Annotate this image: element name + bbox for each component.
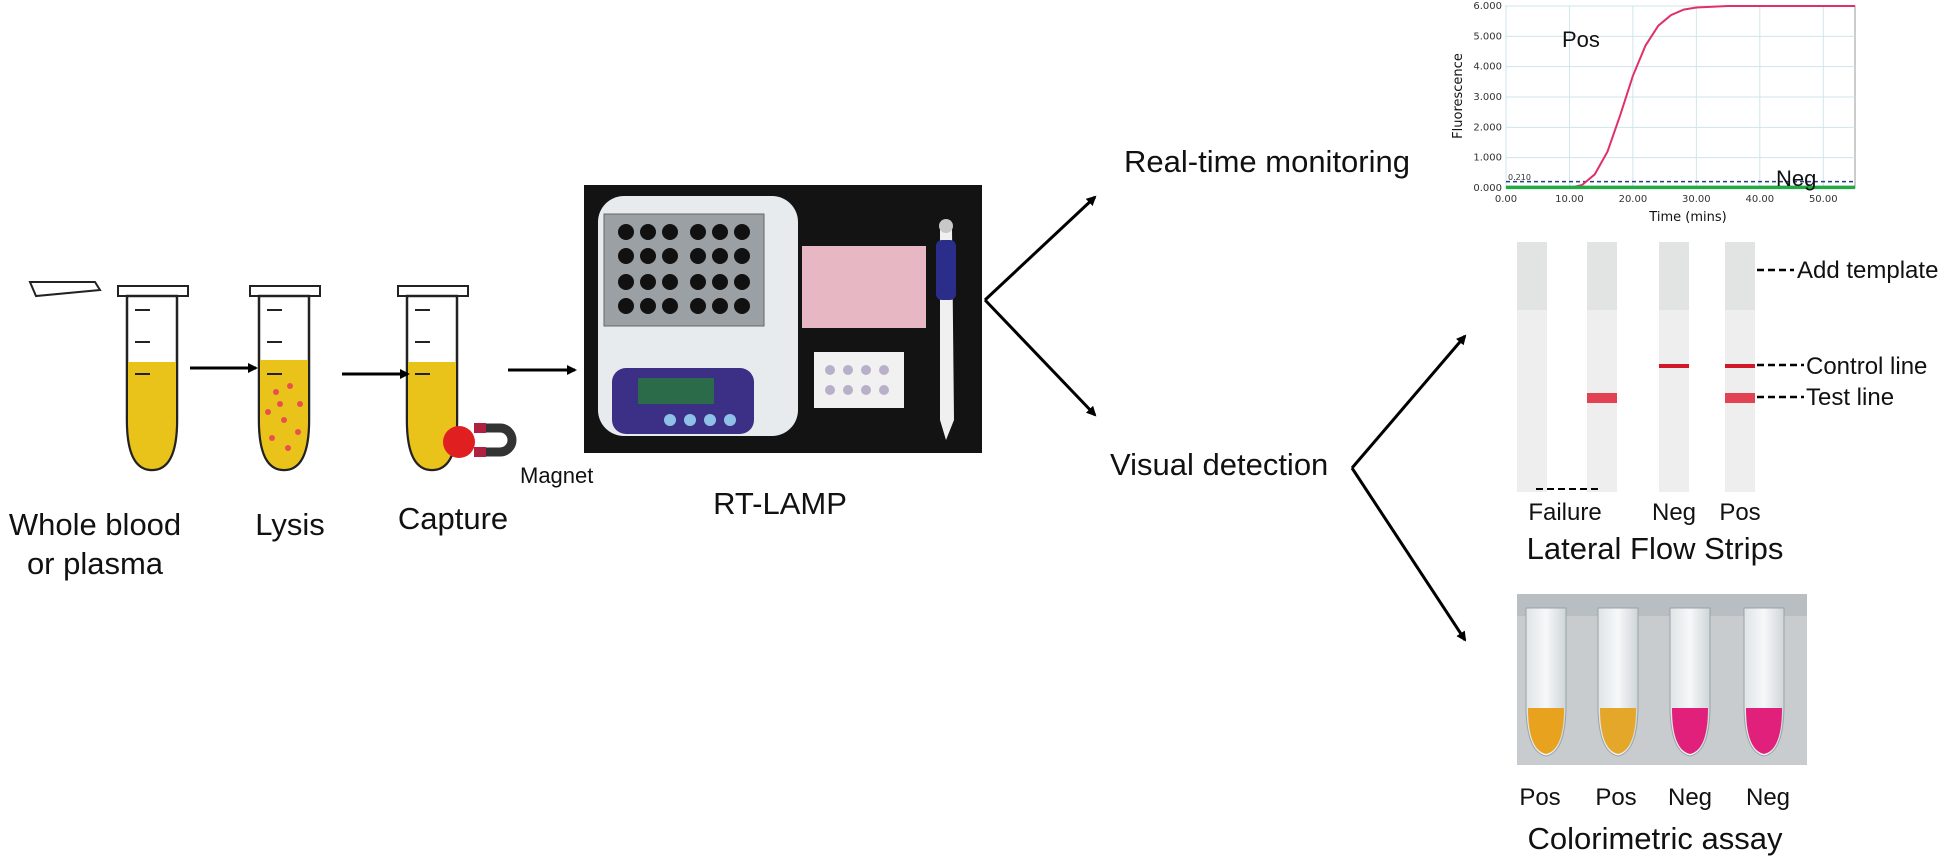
- branch-label-realtime: Real-time monitoring: [1124, 144, 1410, 179]
- tube-label-2: Pos: [1595, 784, 1637, 811]
- tube-label-1: Pos: [1519, 784, 1561, 811]
- annotation-test-line: Test line: [1806, 384, 1895, 411]
- step-label-capture: Capture: [397, 501, 509, 536]
- reaction-liquid: [1672, 708, 1708, 754]
- x-tick-label: 40.00: [1745, 194, 1774, 205]
- tube-label-4: Neg: [1745, 784, 1791, 811]
- magnet-icon: [474, 423, 517, 457]
- annotation-add-template: Add template: [1797, 257, 1939, 284]
- strip-label-neg: Neg: [1651, 499, 1697, 526]
- x-tick-label: 30.00: [1682, 194, 1711, 205]
- step-label-line2: or plasma: [26, 545, 164, 581]
- strip-label-failure: Failure: [1528, 499, 1602, 526]
- rt-lamp-instrument-photo: [584, 185, 982, 453]
- y-tick-label: 0.000: [1473, 183, 1502, 194]
- series-line-pos: [1506, 5, 1855, 189]
- colorimetric-photo: [1517, 594, 1807, 765]
- annotation-control-line: Control line: [1806, 353, 1928, 380]
- series-label-neg: Neg: [1776, 166, 1816, 191]
- y-tick-label: 3.000: [1473, 92, 1502, 103]
- lateral-flow-title: Lateral Flow Strips: [1526, 531, 1784, 566]
- y-tick-label: 4.000: [1473, 62, 1502, 73]
- tube-label-3: Neg: [1667, 784, 1713, 811]
- reaction-liquid: [1600, 708, 1636, 754]
- step-label-whole-blood: Whole blood or plasma: [0, 506, 190, 584]
- reaction-liquid: [1746, 708, 1782, 754]
- strip-label-pos: Pos: [1719, 499, 1761, 526]
- y-tick-label: 6.000: [1473, 1, 1502, 12]
- y-tick-label: 2.000: [1473, 122, 1502, 133]
- x-tick-label: 10.00: [1555, 194, 1584, 205]
- magnet-label: Magnet: [520, 463, 594, 488]
- tube-capture: [397, 285, 475, 472]
- step-label-lysis: Lysis: [255, 507, 325, 542]
- branch-label-visual: Visual detection: [1110, 447, 1329, 482]
- reaction-liquid: [1528, 708, 1564, 754]
- tube-lysis: [249, 285, 321, 472]
- x-tick-label: 20.00: [1619, 194, 1648, 205]
- colorimetric-title: Colorimetric assay: [1527, 821, 1783, 856]
- series-label-pos: Pos: [1562, 27, 1600, 52]
- y-tick-label: 5.000: [1473, 31, 1502, 42]
- threshold-label: 0.210: [1508, 173, 1531, 182]
- tube-whole-blood: [28, 281, 189, 472]
- x-tick-label: 50.00: [1809, 194, 1838, 205]
- step-label-line1: Whole blood: [8, 507, 182, 542]
- lateral-flow-strips: [1517, 242, 1804, 492]
- branch-arrows: [983, 195, 1467, 642]
- x-tick-label: 0.00: [1495, 194, 1517, 205]
- y-tick-label: 1.000: [1473, 153, 1502, 164]
- x-axis-title: Time (mins): [1648, 210, 1726, 225]
- y-axis-title: Fluorescence: [1451, 53, 1466, 139]
- instrument-label: RT-LAMP: [713, 486, 847, 521]
